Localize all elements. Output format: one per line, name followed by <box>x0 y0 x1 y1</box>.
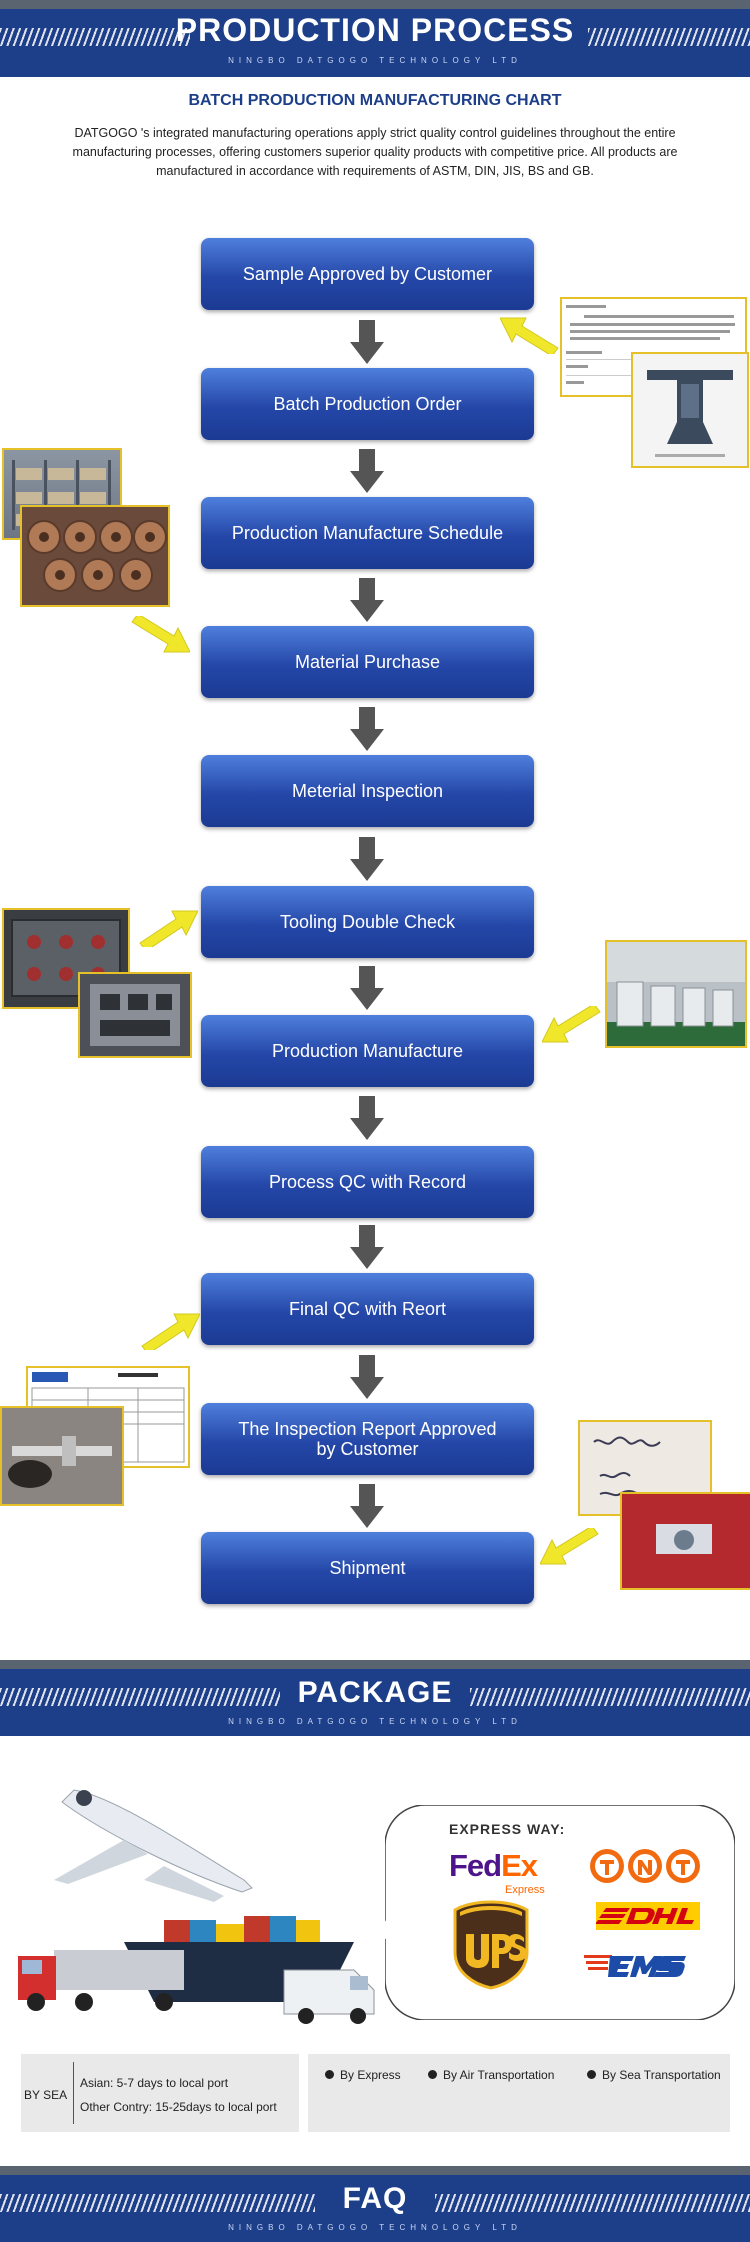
step-label: Material Purchase <box>294 652 441 672</box>
option-by-express: By Express <box>325 2068 401 2082</box>
down-arrow-icon <box>350 1484 384 1528</box>
banner-subtitle: NINGBO DATGOGO TECHNOLOGY LTD <box>228 1717 522 1726</box>
down-arrow-icon <box>350 1096 384 1140</box>
ems-logo <box>584 1955 686 1977</box>
sea-time-asian: Asian: 5-7 days to local port <box>80 2076 229 2090</box>
yellow-arrow-icon <box>540 1528 599 1565</box>
yellow-arrow-icon <box>141 1313 200 1350</box>
down-arrow-icon <box>350 1225 384 1269</box>
fedex-logo: FedEx <box>449 1848 538 1884</box>
package-banner: PACKAGE NINGBO DATGOGO TECHNOLOGY LTD <box>0 1660 750 1736</box>
chart-title: BATCH PRODUCTION MANUFACTURING CHART <box>188 92 562 109</box>
mold-detail-graphic <box>90 984 180 1046</box>
banner-top-line <box>0 0 750 9</box>
factory-machines-image <box>605 940 747 1048</box>
steel-coils-image <box>20 505 170 607</box>
sea-time-other: Other Contry: 15-25days to local port <box>80 2100 277 2114</box>
step-label: The Inspection Report Approved by Custom… <box>238 1419 497 1459</box>
step-inspection-report: The Inspection Report Approved by Custom… <box>201 1403 534 1475</box>
option-by-sea: By Sea Transportation <box>587 2068 721 2082</box>
step-label: Meterial Inspection <box>291 781 444 801</box>
banner-title: PACKAGE <box>297 1676 453 1709</box>
step-label: Production Manufacture Schedule <box>231 523 504 543</box>
packed-product-graphic <box>622 1494 750 1588</box>
step-label: Sample Approved by Customer <box>242 264 493 284</box>
dhl-logo <box>596 1902 700 1930</box>
banner-hatch-left <box>0 1688 280 1706</box>
packed-product-image <box>620 1492 750 1590</box>
banner-top-line <box>0 1660 750 1669</box>
truck-icon <box>18 1950 184 2011</box>
step-final-qc: Final QC with Reort <box>201 1273 534 1345</box>
banner-title: PRODUCTION PROCESS <box>175 12 575 48</box>
express-way-label: EXPRESS WAY: <box>449 1821 566 1837</box>
down-arrow-icon <box>350 1355 384 1399</box>
step-shipment: Shipment <box>201 1532 534 1604</box>
coils-graphic <box>27 520 167 592</box>
down-arrow-icon <box>350 966 384 1010</box>
sample-product-image <box>631 352 749 468</box>
ups-logo <box>453 1900 529 1990</box>
down-arrow-icon <box>350 449 384 493</box>
production-process-banner: PRODUCTION PROCESS NINGBO DATGOGO TECHNO… <box>0 0 750 77</box>
email-lines-graphic <box>566 305 735 384</box>
banner-subtitle: NINGBO DATGOGO TECHNOLOGY LTD <box>228 2223 522 2232</box>
banner-subtitle: NINGBO DATGOGO TECHNOLOGY LTD <box>228 56 522 65</box>
step-sample-approved: Sample Approved by Customer <box>201 238 534 310</box>
banner-hatch-right <box>588 28 750 46</box>
banner-title: FAQ <box>342 2182 408 2215</box>
mold-detail-image <box>78 972 192 1058</box>
step-material-purchase: Material Purchase <box>201 626 534 698</box>
step-label: Production Manufacture <box>271 1041 464 1061</box>
airplane-icon <box>54 1789 253 1902</box>
banner-hatch-left <box>0 2194 315 2212</box>
step-batch-order: Batch Production Order <box>201 368 534 440</box>
tnt-logo <box>590 1849 700 1883</box>
down-arrow-icon <box>350 578 384 622</box>
by-sea-label: BY SEA <box>24 2088 68 2102</box>
step-label: Process QC with Record <box>268 1172 467 1192</box>
caliper-graphic <box>2 1408 122 1504</box>
step-production-manufacture: Production Manufacture <box>201 1015 534 1087</box>
step-tooling-check: Tooling Double Check <box>201 886 534 958</box>
by-sea-box <box>21 2054 299 2132</box>
option-by-air: By Air Transportation <box>428 2068 554 2082</box>
step-process-qc: Process QC with Record <box>201 1146 534 1218</box>
shipping-options-box <box>308 2054 730 2132</box>
banner-hatch-right <box>435 2194 750 2212</box>
by-sea-divider <box>73 2062 74 2124</box>
yellow-arrow-icon <box>139 910 198 947</box>
down-arrow-icon <box>350 320 384 364</box>
banner-hatch-right <box>470 1688 750 1706</box>
product-graphic <box>647 370 733 457</box>
banner-top-line <box>0 2166 750 2175</box>
down-arrow-icon <box>350 837 384 881</box>
step-label: Tooling Double Check <box>279 912 456 932</box>
van-icon <box>283 1969 375 2024</box>
step-material-inspection: Meterial Inspection <box>201 755 534 827</box>
caliper-measure-image <box>0 1406 124 1506</box>
fedex-express-text: Express <box>505 1884 545 1896</box>
banner-hatch-left <box>0 28 190 46</box>
yellow-arrow-icon <box>500 317 559 354</box>
fedex-logo-fed: Fed <box>449 1848 502 1883</box>
intro-text: DATGOGO 's integrated manufacturing oper… <box>72 126 678 178</box>
transport-illustration <box>18 1789 375 2024</box>
factory-graphic <box>607 942 745 1046</box>
step-label: Shipment <box>329 1558 406 1578</box>
faq-banner: FAQ NINGBO DATGOGO TECHNOLOGY LTD <box>0 2166 750 2242</box>
down-arrow-icon <box>350 707 384 751</box>
step-label: Final QC with Reort <box>288 1299 447 1319</box>
step-label: Batch Production Order <box>273 394 462 414</box>
yellow-arrow-icon <box>131 616 190 653</box>
fedex-logo-ex: Ex <box>501 1848 538 1883</box>
step-manufacture-schedule: Production Manufacture Schedule <box>201 497 534 569</box>
yellow-arrow-icon <box>542 1006 601 1043</box>
